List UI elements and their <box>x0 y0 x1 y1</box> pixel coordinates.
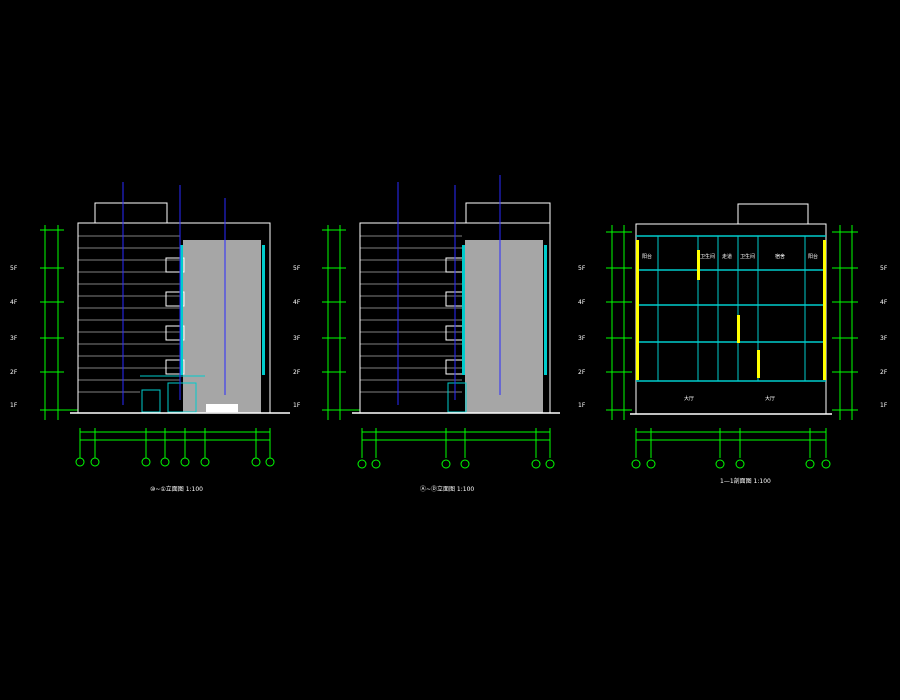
floor-label-5f: 5F <box>578 265 586 272</box>
elevation-1-glazing-strips <box>180 245 265 375</box>
floor-label-2f: 2F <box>10 369 18 376</box>
floor-label-1f-right: 1F <box>880 402 888 409</box>
floor-label-5f: 5F <box>10 265 18 272</box>
floor-label-2f-right: 2F <box>880 369 888 376</box>
elevation-1-dimension-chain-left <box>40 225 78 420</box>
floor-label-4f: 4F <box>293 299 301 306</box>
room-label-balcony-left: 阳台 <box>642 253 652 260</box>
elevation-2-dimension-chain-bottom <box>361 428 551 458</box>
room-label-dorm: 宿舍 <box>775 253 785 260</box>
room-label-balcony-right: 阳台 <box>808 253 818 260</box>
elevation-2: 5F 4F 3F 2F 1F <box>293 175 560 493</box>
floor-label-5f-right: 5F <box>880 265 888 272</box>
room-label-bath-1: 卫生间 <box>700 253 715 260</box>
section-dimension-chain-bottom <box>635 428 827 458</box>
ground-label-hall-left: 大厅 <box>684 395 694 402</box>
section-1-1: 5F 4F 3F 2F 1F 5F 4F 3F 2F 1F <box>578 203 888 485</box>
elevation-1-canopy <box>206 404 238 412</box>
room-label-bath-2: 卫生间 <box>740 253 755 260</box>
section-dimension-chain-left <box>606 225 632 420</box>
elevation-2-dimension-chain-left <box>322 225 360 420</box>
section-axis-bubbles <box>631 459 831 469</box>
section-floor-slabs <box>636 235 826 382</box>
elevation-2-level-marks: 5F 4F 3F 2F 1F <box>293 265 301 409</box>
elevation-1-balconies <box>165 257 185 375</box>
elevation-1-level-marks: 5F 4F 3F 2F 1F <box>10 265 18 409</box>
elevation-1-title: ⑩~①立面图 1:100 <box>150 485 203 493</box>
floor-label-2f: 2F <box>293 369 301 376</box>
elevation-1-leaders <box>122 182 226 405</box>
room-label-corridor: 走道 <box>722 253 732 260</box>
floor-label-2f: 2F <box>578 369 586 376</box>
elevation-1: 5F 4F 3F 2F 1F <box>10 182 290 493</box>
floor-label-4f: 4F <box>578 299 586 306</box>
elevation-1-entrance <box>140 375 205 413</box>
section-ground-labels: 大厅 大厅 <box>684 395 775 402</box>
floor-label-3f-right: 3F <box>880 335 888 342</box>
floor-label-1f: 1F <box>578 402 586 409</box>
elevation-2-entrance <box>447 382 467 413</box>
floor-label-1f: 1F <box>293 402 301 409</box>
elevation-1-dimension-chain-bottom <box>79 428 271 458</box>
section-level-marks-left: 5F 4F 3F 2F 1F <box>578 265 586 409</box>
section-level-marks-right: 5F 4F 3F 2F 1F <box>880 265 888 409</box>
floor-label-5f: 5F <box>293 265 301 272</box>
floor-label-1f: 1F <box>10 402 18 409</box>
section-yellow-columns <box>636 240 826 380</box>
section-title: 1—1剖面图 1:100 <box>720 477 771 485</box>
elevation-2-title: Ⓐ~Ⓓ立面图 1:100 <box>420 485 474 493</box>
section-room-labels: 阳台 卫生间 走道 卫生间 宿舍 阳台 <box>642 253 818 260</box>
elevation-2-facade-panel <box>465 240 543 413</box>
elevation-2-axis-bubbles <box>357 459 555 469</box>
floor-label-4f-right: 4F <box>880 299 888 306</box>
floor-label-3f: 3F <box>293 335 301 342</box>
elevation-1-facade-panel <box>183 240 261 413</box>
floor-label-3f: 3F <box>10 335 18 342</box>
elevation-1-axis-bubbles <box>75 457 275 467</box>
elevation-2-leaders <box>397 175 501 405</box>
elevation-1-siding-lines <box>78 235 180 393</box>
floor-label-4f: 4F <box>10 299 18 306</box>
ground-label-hall-right: 大厅 <box>765 395 775 402</box>
floor-label-3f: 3F <box>578 335 586 342</box>
section-dimension-chain-right <box>832 225 858 420</box>
elevation-2-glazing-strips <box>462 245 547 375</box>
elevation-2-siding-lines <box>360 235 462 393</box>
